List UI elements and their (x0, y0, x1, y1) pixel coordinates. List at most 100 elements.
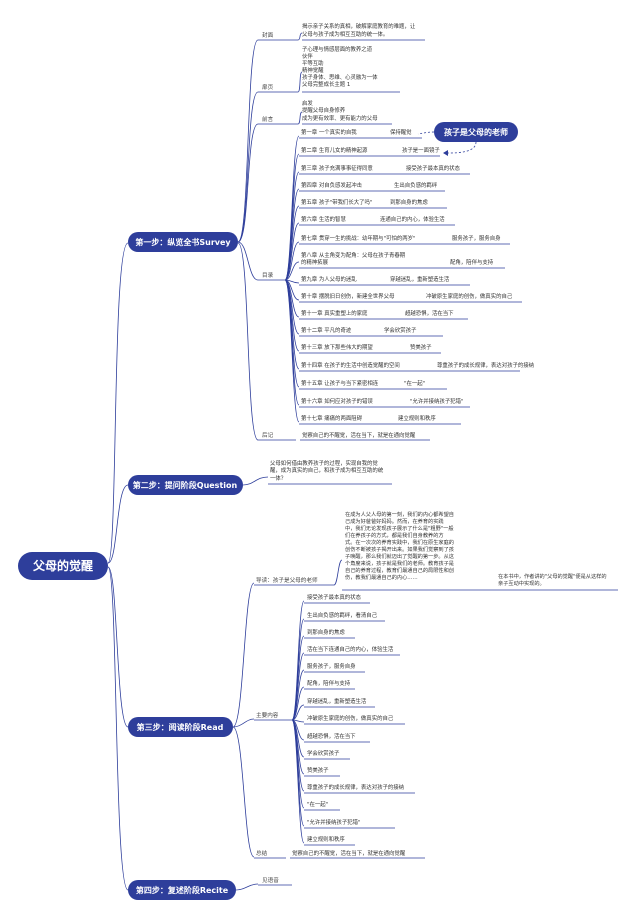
survey-toc[interactable]: 目录 第一章 一个真实的自我保持醒觉第二章 生育儿女的精神起源孩子是一面镜子第三… (258, 128, 534, 425)
main-item[interactable]: 服务孩子，服务自身 (291, 662, 365, 721)
chapter-title: 第三章 孩子充满事事征得同意 (301, 164, 373, 172)
survey-afterword[interactable]: 后记 觉察自己的不醒觉，活在当下，就是在通向觉醒 (258, 431, 430, 441)
main-item-text: 到那自身的焦虑 (307, 628, 345, 636)
chapter-title: 第七章 贯穿一生的挑战：幼年期与"可怕的两岁" (301, 234, 416, 242)
chapter-note: 孩子是一面镜子 (402, 146, 440, 154)
guide-line-9: 自己的养育过程，教育们最通自己的局限性和创 (345, 566, 454, 574)
root-node[interactable]: 父母的觉醒 (18, 552, 108, 580)
step-read[interactable]: 第三步：阅读阶段Read (128, 717, 233, 737)
chapter-item[interactable]: 第九章 为人父母的迷乱穿越迷乱，重新塑造生活 (284, 275, 470, 286)
main-item-text: 接受孩子最本真的状态 (307, 593, 362, 601)
guide-line-6: 创伤不断被孩子揭开出来。如果我们觉察到了孩 (345, 545, 454, 553)
guide-line-5: 式。在一次次的养育实践中，我们在原生家庭的 (345, 538, 454, 546)
main-item[interactable]: 配角，陪伴与支持 (291, 679, 355, 721)
chapter-note: 超越恐惧，活在当下 (405, 309, 454, 317)
step-survey[interactable]: 第一步：纵览全书Survey (128, 232, 238, 252)
question-line-3: 一体？ (270, 474, 286, 482)
step-question[interactable]: 第二步：提问阶段Question (128, 475, 243, 495)
chapter-note: 配角，陪伴与支持 (450, 258, 494, 266)
preface-label: 前言 (262, 115, 274, 123)
survey-flap[interactable]: 扉页 子心理与情感层面的教养之道 伙伴 平等互助 精神觉醒 孩子身体、思维、心灵… (258, 45, 400, 93)
chapter-item[interactable]: 第七章 贯穿一生的挑战：幼年期与"可怕的两岁" 服务孩子，服务自身 (284, 234, 510, 281)
chapter-title-wrap: 的精神拓展 (301, 258, 329, 266)
flap-line-6: 父母完整成长主题 1 (302, 80, 350, 88)
chapter-title: 第十四章 在孩子的生活中创造觉醒的空间 (301, 361, 400, 369)
chapter-note: 学会欣赏孩子 (384, 326, 417, 334)
chapter-item[interactable]: 第六章 生活的智慧 连通自己的内心，体验生活 (284, 215, 455, 281)
main-item[interactable]: 建立规则和秩序 (291, 719, 355, 846)
main-item-text: 尊重孩子的成长规律，表达对孩子的接纳 (307, 783, 404, 791)
chapter-note: "允许并接纳孩子犯错" (410, 397, 463, 405)
chapter-title: 第十七章 痛痛的两面阻碍 (301, 414, 363, 422)
guide-line-1: 在成为人父人母的第一刻，我们的内心都希望自 (345, 510, 454, 518)
chapter-item[interactable]: 第十章 摆脱旧日创伤，新建全世界父母冲破原生家庭的创伤，做真实的自己 (284, 279, 522, 303)
survey-cover[interactable]: 封面 揭示亲子关系的真相，破解家庭教育的难题，让 父母与孩子成为相互互助的统一体… (258, 22, 425, 41)
chapter-item[interactable]: 第十二章 平凡的奇迹 学会欣赏孩子 (284, 279, 443, 337)
main-item-text: 冲破原生家庭的创伤，做真实的自己 (307, 714, 394, 722)
chapter-note: 到那自身的焦虑 (390, 198, 428, 206)
main-item-text: "在一起" (307, 800, 328, 808)
question-line-1: 父母如何借由教养孩子的过程，实现自我的觉 (270, 459, 378, 467)
step-read-label: 第三步：阅读阶段Read (137, 722, 224, 732)
chapter-title: 第九章 为人父母的迷乱 (301, 275, 357, 283)
chapter-note: 保持醒觉 (390, 128, 412, 136)
chapter-title: 第二章 生育儿女的精神起源 (301, 146, 368, 154)
afterword-label: 后记 (262, 431, 274, 439)
callout-label: 孩子是父母的老师 (444, 127, 508, 137)
chapter-title: 第十五章 让孩子与当下紧密相连 (301, 379, 379, 387)
main-item-text: 建立规则和秩序 (307, 835, 345, 843)
chapter-note: 冲破原生家庭的创伤，做真实的自己 (426, 292, 513, 300)
chapter-note: 连通自己的内心，体验生活 (380, 215, 445, 223)
chapter-title: 第四章 对自负感发起冲击 (301, 181, 363, 189)
chapter-note: 尊重孩子的成长规律，表达对孩子的接纳 (437, 361, 534, 369)
chapter-item[interactable]: 第十七章 痛痛的两面阻碍建立规则和秩序 (284, 279, 461, 425)
recite-node[interactable]: 见语音 (258, 876, 292, 886)
recite-label: 见语音 (262, 876, 279, 884)
preface-line-1: 启发 (302, 99, 313, 107)
chapter-note: "在一起" (404, 379, 425, 387)
preface-line-3: 成为更有效率、更有能力的父母 (302, 114, 378, 122)
summary-text: 觉察自己的不醒觉，活在当下，就是在通向觉醒 (292, 849, 406, 857)
cover-label: 封面 (262, 31, 274, 39)
main-item-text: "允许并接纳孩子犯错" (307, 818, 360, 826)
main-item-text: 学会欣赏孩子 (307, 749, 340, 757)
cover-line-1: 揭示亲子关系的真相，破解家庭教育的难题，让 (302, 22, 416, 30)
main-item[interactable]: 冲破原生家庭的创伤，做真实的自己 (291, 714, 405, 725)
chapter-title: 第十二章 平凡的奇迹 (301, 326, 352, 334)
chapter-item[interactable]: 第八章 从主角变为配角：父母在孩子青春期的精神拓展配角，陪伴与支持 (284, 251, 505, 281)
flap-line-3: 平等互助 (302, 59, 324, 67)
read-summary[interactable]: 总结 觉察自己的不醒觉，活在当下，就是在通向觉醒 (254, 849, 425, 859)
chapter-note: 服务孩子，服务自身 (452, 234, 501, 242)
main-label: 主要内容 (256, 711, 279, 719)
read-main[interactable]: 主要内容 接受孩子最本真的状态生出自负感的羁绊，看清自己到那自身的焦虑活在当下连… (254, 593, 415, 846)
read-guide[interactable]: 导读：孩子是父母的老师 在成为人父人母的第一刻，我们的内心都希望自 己成为好爸爸… (254, 510, 618, 591)
flap-label: 扉页 (262, 83, 274, 91)
main-items-list: 接受孩子最本真的状态生出自负感的羁绊，看清自己到那自身的焦虑活在当下连通自己的内… (291, 593, 415, 846)
callout-node[interactable]: 孩子是父母的老师 (434, 122, 518, 142)
step-recite-label: 第四步：复述阶段Recite (136, 885, 229, 895)
question-line-2: 醒，成为真实的自己，和孩子成为相互互助的统 (270, 466, 384, 474)
main-item[interactable]: 超越恐惧，活在当下 (291, 719, 370, 743)
guide-label: 导读：孩子是父母的老师 (256, 576, 318, 584)
survey-preface[interactable]: 前言 启发 提醒父母自身修养 成为更有效率、更有能力的父母 (258, 99, 392, 125)
guide-line-7: 子唤醒，那么我们就迈出了觉醒的第一步。从这 (345, 552, 454, 560)
guide-line-4: 们在养孩子的方式，都是我们自身教养的方 (345, 531, 444, 539)
chapter-title: 第一章 一个真实的自我 (301, 128, 357, 136)
guide-line-3: 中，我们无论发现孩子展示了什么是"粗野"一般 (345, 524, 454, 532)
step-recite[interactable]: 第四步：复述阶段Recite (128, 880, 236, 900)
guide-line-8: 个角度来说，孩子就是我们的老师。教育孩子是 (345, 559, 454, 567)
main-item-text: 服务孩子，服务自身 (307, 662, 356, 670)
chapter-title: 第六章 生活的智慧 (301, 215, 346, 223)
main-item-text: 配角，陪伴与支持 (307, 679, 351, 687)
chapter-note: 接受孩子最本真的状态 (406, 164, 461, 172)
guide-side-2: 亲子互动中实现的。 (498, 579, 545, 587)
chapter-note: 赞美孩子 (410, 343, 432, 351)
step-question-label: 第二步：提问阶段Question (133, 480, 238, 490)
main-item[interactable]: 穿越迷乱，重新塑造生活 (291, 697, 375, 721)
guide-side-1: 在本书中，作者讲的"父母的觉醒"便是从这样的 (498, 572, 607, 580)
chapter-title: 第十一章 真实重塑上的家庭 (301, 309, 368, 317)
question-block[interactable]: 父母如何借由教养孩子的过程，实现自我的觉 醒，成为真实的自己，和孩子成为相互互助… (268, 459, 392, 485)
